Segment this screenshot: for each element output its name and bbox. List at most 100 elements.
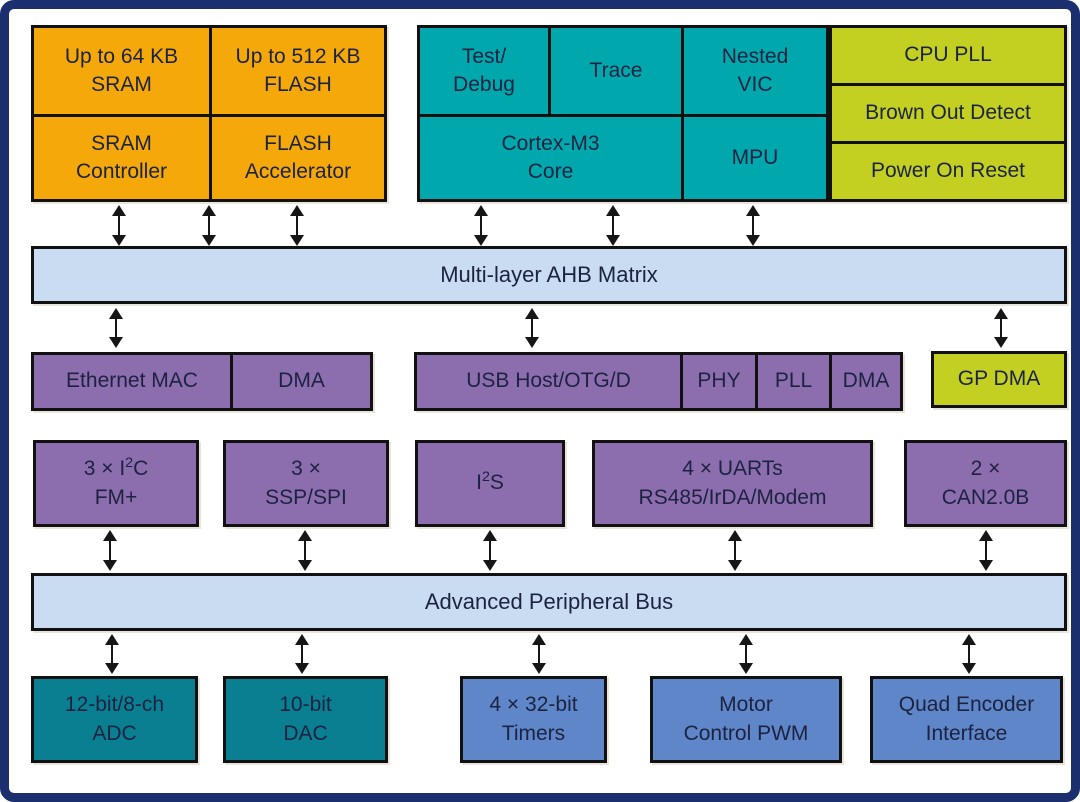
block-label: PHY — [697, 369, 741, 393]
block-label: Test/ — [461, 44, 507, 68]
block-quad-encoder: Quad Encoder Interface — [870, 676, 1063, 763]
block-timers: 4 × 32-bit Timers — [460, 676, 607, 763]
block-label: DAC — [283, 721, 328, 745]
block-label: SRAM — [91, 73, 152, 96]
block-dac: 10-bit DAC — [223, 676, 388, 763]
block-label: Trace — [589, 58, 643, 82]
block-nested-vic: Nested VIC — [684, 28, 826, 114]
block-label: 3 × I2C — [83, 455, 149, 481]
block-ethernet-mac: Ethernet MAC — [34, 355, 230, 408]
bidirectional-arrow — [298, 530, 312, 571]
block-label: Power On Reset — [870, 159, 1026, 183]
block-label: 10-bit — [279, 693, 332, 717]
bidirectional-arrow — [202, 205, 216, 246]
block-label: Ethernet MAC — [66, 369, 198, 393]
block-label: 4 × UARTs — [682, 457, 783, 481]
block-usb-host: USB Host/OTG/D — [417, 355, 680, 408]
block-label: CPU PLL — [904, 43, 992, 67]
block-ethernet-dma: DMA — [233, 355, 370, 408]
block-trace: Trace — [551, 28, 681, 114]
memory-group: Up to 64 KB SRAM Up to 512 KB FLASH SRAM… — [31, 25, 387, 202]
block-label: Controller — [75, 160, 168, 183]
block-label: CAN2.0B — [941, 485, 1030, 509]
block-i2s: I2S — [415, 440, 565, 527]
bidirectional-arrow — [746, 205, 760, 246]
block-cpu-pll: CPU PLL — [832, 28, 1064, 83]
block-sram-controller: SRAM Controller — [34, 117, 209, 199]
block-i2c: 3 × I2C FM+ — [33, 440, 199, 527]
bidirectional-arrow — [112, 205, 126, 246]
block-label: Core — [527, 160, 574, 183]
block-uarts: 4 × UARTs RS485/IrDA/Modem — [592, 440, 873, 527]
bidirectional-arrow — [532, 634, 546, 674]
bidirectional-arrow — [483, 530, 497, 571]
bus-ahb-matrix: Multi-layer AHB Matrix — [31, 246, 1067, 304]
block-usb-pll: PLL — [758, 355, 829, 408]
block-label: 3 × — [291, 457, 321, 481]
bidirectional-arrow — [728, 530, 742, 571]
block-label: PLL — [774, 369, 813, 393]
block-gp-dma: GP DMA — [931, 351, 1067, 408]
block-label: FM+ — [94, 485, 138, 509]
block-flash-size: Up to 512 KB FLASH — [212, 28, 384, 114]
bidirectional-arrow — [474, 205, 488, 246]
block-label: 4 × 32-bit — [489, 693, 578, 717]
block-label: VIC — [737, 73, 773, 96]
bus-label: Multi-layer AHB Matrix — [440, 262, 658, 287]
bidirectional-arrow — [105, 634, 119, 674]
block-label: SSP/SPI — [265, 485, 347, 509]
block-label: Interface — [925, 721, 1008, 745]
block-label: Control PWM — [683, 721, 809, 745]
bidirectional-arrow — [739, 634, 753, 674]
block-label: Brown Out Detect — [865, 101, 1031, 125]
block-mpu: MPU — [684, 117, 826, 199]
block-label: GP DMA — [957, 367, 1041, 391]
block-label: Debug — [453, 73, 515, 96]
bus-label: Advanced Peripheral Bus — [424, 589, 674, 614]
bidirectional-arrow — [525, 308, 539, 348]
bidirectional-arrow — [290, 205, 304, 246]
block-label: Quad Encoder — [898, 693, 1035, 717]
block-label: Cortex-M3 — [501, 131, 600, 155]
block-cortex-m3-core: Cortex-M3 Core — [420, 117, 681, 199]
bidirectional-arrow — [103, 530, 117, 571]
system-group: CPU PLL Brown Out Detect Power On Reset — [829, 25, 1067, 202]
block-label: 2 × — [970, 457, 1001, 481]
block-label: RS485/IrDA/Modem — [638, 485, 827, 509]
block-can: 2 × CAN2.0B — [904, 440, 1067, 527]
block-label: MPU — [731, 145, 779, 169]
block-label: FLASH — [264, 131, 332, 155]
block-label: Motor — [719, 693, 773, 717]
bidirectional-arrow — [962, 634, 976, 674]
bidirectional-arrow — [606, 205, 620, 246]
block-label: USB Host/OTG/D — [466, 369, 631, 393]
block-flash-accelerator: FLASH Accelerator — [212, 117, 384, 199]
bidirectional-arrow — [979, 530, 993, 571]
block-power-on-reset: Power On Reset — [832, 144, 1064, 199]
block-label: ADC — [92, 721, 137, 745]
ethernet-group: Ethernet MAC DMA — [31, 352, 373, 411]
block-adc: 12-bit/8-ch ADC — [31, 676, 198, 763]
cpu-group: Test/ Debug Trace Nested VIC Cortex-M3 C… — [417, 25, 829, 202]
block-label: Accelerator — [244, 160, 352, 183]
block-label: Timers — [501, 721, 566, 745]
block-test-debug: Test/ Debug — [420, 28, 548, 114]
block-label: I2S — [476, 469, 504, 495]
usb-group: USB Host/OTG/D PHY PLL DMA — [414, 352, 903, 411]
block-sram-size: Up to 64 KB SRAM — [34, 28, 209, 114]
bidirectional-arrow — [109, 308, 123, 348]
block-label: DMA — [278, 369, 325, 393]
block-label: Up to 512 KB — [235, 44, 361, 68]
block-label: SRAM — [91, 131, 152, 155]
block-label: DMA — [842, 369, 890, 393]
block-label: Nested — [721, 44, 789, 68]
block-usb-phy: PHY — [683, 355, 755, 408]
block-label: FLASH — [264, 73, 332, 96]
block-brown-out-detect: Brown Out Detect — [832, 86, 1064, 141]
bus-apb: Advanced Peripheral Bus — [31, 573, 1067, 631]
block-ssp-spi: 3 × SSP/SPI — [223, 440, 389, 527]
bidirectional-arrow — [295, 634, 309, 674]
block-usb-dma: DMA — [832, 355, 900, 408]
block-label: 12-bit/8-ch — [64, 693, 165, 717]
block-motor-control-pwm: Motor Control PWM — [650, 676, 842, 763]
